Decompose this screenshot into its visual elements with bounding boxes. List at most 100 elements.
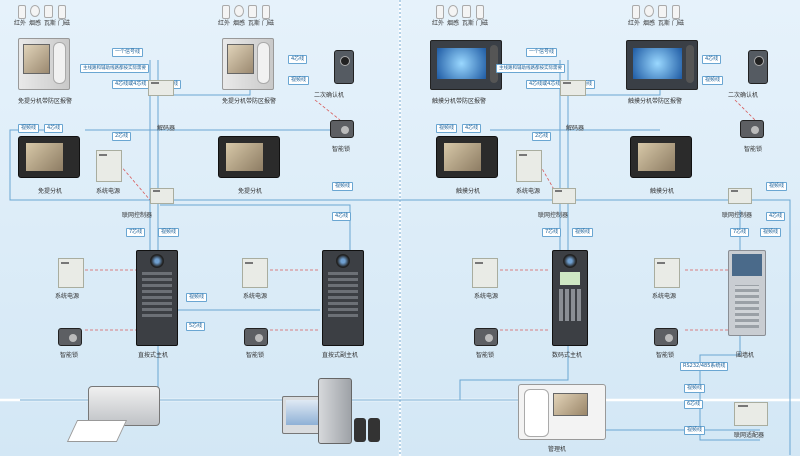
infrared-sensor-icon bbox=[632, 5, 640, 19]
network-adapter-box bbox=[734, 402, 768, 426]
label-smart-lock: 智能锁 bbox=[476, 352, 495, 359]
label-smart-lock: 智能锁 bbox=[744, 146, 763, 153]
smoke-sensor-icon bbox=[30, 5, 40, 17]
tag-four-core-or: 4芯线或4芯线 bbox=[112, 80, 150, 89]
tag-four-core: 4芯线 bbox=[766, 212, 786, 221]
gas-sensor-icon bbox=[462, 5, 471, 18]
sensor-label-smoke: 烟感 bbox=[233, 20, 246, 27]
label-sys-power: 系统电源 bbox=[96, 188, 121, 195]
system-power-box bbox=[242, 258, 268, 288]
label-network-controller: 联网控制器 bbox=[122, 212, 153, 219]
tag-video-line: 视频线 bbox=[572, 228, 594, 237]
tag-two-core: 2芯线 bbox=[112, 132, 132, 141]
label-network-controller: 联网控制器 bbox=[722, 212, 753, 219]
tag-one-line: 6芯线 bbox=[684, 400, 704, 409]
tag-seven-core: 7芯线 bbox=[542, 228, 562, 237]
tag-seven-core: 7芯线 bbox=[126, 228, 146, 237]
direct-press-main-panel bbox=[136, 250, 178, 346]
smoke-sensor-icon bbox=[644, 5, 654, 17]
sensor-label-door: 门磁 bbox=[262, 20, 275, 27]
label-decoder: 解码器 bbox=[157, 125, 176, 132]
sensor-label-smoke: 烟感 bbox=[643, 20, 656, 27]
tag-video-line: 视频线 bbox=[158, 228, 180, 237]
handsfree-ext bbox=[218, 136, 280, 178]
handsfree-ext bbox=[18, 136, 80, 178]
door-sensor-icon bbox=[58, 5, 66, 19]
label-touch-with-alarm: 触摸分机带防区报警 bbox=[432, 98, 487, 105]
management-unit bbox=[518, 384, 606, 440]
tag-four-core: 4芯线 bbox=[288, 55, 308, 64]
label-sys-power: 系统电源 bbox=[243, 293, 268, 300]
smoke-sensor-icon bbox=[234, 5, 244, 17]
gas-sensor-icon bbox=[658, 5, 667, 18]
tag-two-core: 2芯线 bbox=[532, 132, 552, 141]
system-power-box bbox=[58, 258, 84, 288]
smart-lock-icon bbox=[58, 328, 82, 346]
sensor-label-smoke: 烟感 bbox=[447, 20, 460, 27]
system-power-box bbox=[472, 258, 498, 288]
label-decoder: 解码器 bbox=[566, 125, 585, 132]
label-touch-with-alarm: 触摸分机带防区报警 bbox=[628, 98, 683, 105]
smart-lock-icon bbox=[740, 120, 764, 138]
label-hs-handsfree: 免提分机 bbox=[238, 188, 263, 195]
tag-video-line: 视频线 bbox=[288, 76, 310, 85]
label-smart-lock: 智能锁 bbox=[60, 352, 79, 359]
label-second-confirm: 二次确认机 bbox=[728, 92, 759, 99]
label-network-controller: 联网控制器 bbox=[538, 212, 569, 219]
pc-monitor-icon bbox=[282, 396, 322, 434]
label-hs-with-alarm: 免提分机带防区报警 bbox=[222, 98, 277, 105]
tag-five-core: 5芯线 bbox=[186, 322, 206, 331]
infrared-sensor-icon bbox=[18, 5, 26, 19]
label-mgmt-unit: 管理机 bbox=[548, 446, 567, 453]
second-confirm-unit bbox=[334, 50, 354, 84]
label-sys-power: 系统电源 bbox=[474, 293, 499, 300]
sensor-label-gas: 瓦斯 bbox=[248, 20, 261, 27]
door-sensor-icon bbox=[262, 5, 270, 19]
infrared-sensor-icon bbox=[436, 5, 444, 19]
label-direct-main: 直按式主机 bbox=[138, 352, 169, 359]
label-direct-sub: 直按式副主机 bbox=[322, 352, 359, 359]
tag-video-line: 视频线 bbox=[760, 228, 782, 237]
label-fence-unit: 围墙机 bbox=[736, 352, 755, 359]
direct-press-sub-panel bbox=[322, 250, 364, 346]
tag-one-signal-bus: 一个信号线 bbox=[526, 48, 558, 57]
touch-ext-with-alarm bbox=[430, 40, 502, 90]
smart-lock-icon bbox=[244, 328, 268, 346]
speaker-icon bbox=[368, 418, 380, 442]
label-smart-lock: 智能锁 bbox=[656, 352, 675, 359]
sensor-label-door: 门磁 bbox=[672, 20, 685, 27]
tag-seven-core: 7芯线 bbox=[730, 228, 750, 237]
tag-video-line: 视频线 bbox=[702, 76, 724, 85]
touch-ext-with-alarm bbox=[626, 40, 698, 90]
tag-video-line: 视频线 bbox=[332, 182, 354, 191]
label-second-confirm: 二次确认机 bbox=[314, 92, 345, 99]
label-digital-main: 数码式主机 bbox=[552, 352, 583, 359]
sensor-label-gas: 瓦斯 bbox=[44, 20, 57, 27]
digital-main-panel bbox=[552, 250, 588, 346]
network-controller bbox=[728, 188, 752, 204]
smoke-sensor-icon bbox=[448, 5, 458, 17]
tag-video-line: 视频线 bbox=[18, 124, 40, 133]
door-sensor-icon bbox=[476, 5, 484, 19]
label-smart-lock: 智能锁 bbox=[246, 352, 265, 359]
sensor-label-infrared: 红外 bbox=[432, 20, 445, 27]
tag-video-line: 视频线 bbox=[684, 384, 706, 393]
label-sys-power: 系统电源 bbox=[516, 188, 541, 195]
paper-icon bbox=[66, 420, 128, 442]
sensor-label-door: 门磁 bbox=[58, 20, 71, 27]
label-sys-power: 系统电源 bbox=[55, 293, 80, 300]
label-smart-lock: 智能锁 bbox=[332, 146, 351, 153]
smart-lock-icon bbox=[330, 120, 354, 138]
label-touch-ext: 触摸分机 bbox=[650, 188, 675, 195]
tag-power-wiring: 主线路和辅助线路都按实际需要 bbox=[496, 64, 565, 73]
fence-unit-panel bbox=[728, 250, 766, 336]
label-network-adapter: 联网适配器 bbox=[734, 432, 765, 439]
handsfree-ext-with-alarm bbox=[222, 38, 274, 90]
system-power-box bbox=[654, 258, 680, 288]
door-sensor-icon bbox=[672, 5, 680, 19]
system-power-box bbox=[516, 150, 542, 182]
tag-four-core: 4芯线 bbox=[462, 124, 482, 133]
handsfree-ext-with-alarm bbox=[18, 38, 70, 90]
tag-power-wiring: 主线路和辅助线路都按实际需要 bbox=[80, 64, 149, 73]
label-hs-with-alarm: 免提分机带防区报警 bbox=[18, 98, 73, 105]
